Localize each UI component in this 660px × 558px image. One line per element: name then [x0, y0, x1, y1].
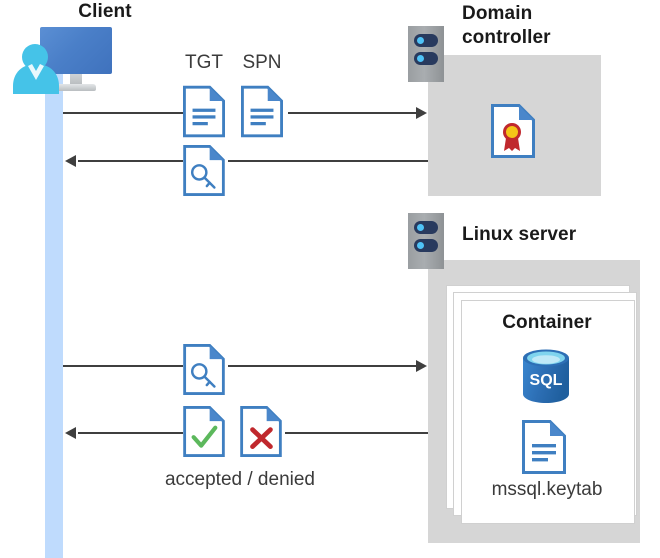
- flow-line-client-to-dc: [288, 112, 418, 114]
- key-document-icon: [183, 344, 225, 395]
- monitor-base-icon: [57, 84, 96, 91]
- domain-controller-title-line1: Domain: [462, 3, 533, 24]
- flow-arrowhead-right: [416, 360, 427, 372]
- rack-led-icon: [417, 37, 424, 44]
- flow-line-client-to-linux: [228, 365, 418, 367]
- flow-line-linux-to-client: [78, 432, 183, 434]
- document-icon: [522, 420, 566, 474]
- server-rack-icon: [408, 213, 444, 269]
- check-document-icon: [183, 406, 225, 457]
- cross-document-icon: [240, 406, 282, 457]
- rack-led-icon: [417, 224, 424, 231]
- domain-controller-title-line2: controller: [462, 27, 551, 48]
- spn-label: SPN: [242, 52, 282, 73]
- certificate-document-icon: [491, 104, 535, 158]
- flow-arrowhead-left: [65, 427, 76, 439]
- svg-text:SQL: SQL: [530, 372, 563, 389]
- flow-line-client-to-dc: [63, 112, 183, 114]
- linux-server-title: Linux server: [462, 224, 577, 245]
- sql-database-icon: SQL: [523, 349, 569, 403]
- rack-led-icon: [417, 55, 424, 62]
- document-icon: [241, 85, 283, 138]
- container-title: Container: [502, 312, 592, 333]
- flow-arrowhead-left: [65, 155, 76, 167]
- client-icon: [8, 26, 118, 94]
- container-card-front: [461, 300, 635, 524]
- flow-arrowhead-right: [416, 107, 427, 119]
- client-title: Client: [78, 1, 132, 22]
- monitor-neck-icon: [70, 74, 82, 86]
- tgt-label: TGT: [185, 52, 223, 73]
- flow-line-dc-to-client: [228, 160, 428, 162]
- client-lifeline: [45, 62, 63, 558]
- flow-line-linux-to-client: [285, 432, 428, 434]
- flow-line-dc-to-client: [78, 160, 183, 162]
- key-document-icon: [183, 145, 225, 196]
- rack-led-icon: [417, 242, 424, 249]
- result-label: accepted / denied: [164, 469, 315, 490]
- keytab-label: mssql.keytab: [491, 479, 603, 500]
- document-icon: [183, 85, 225, 138]
- monitor-screen-icon: [40, 27, 112, 74]
- flow-line-client-to-linux: [63, 365, 183, 367]
- server-rack-icon: [408, 26, 444, 82]
- person-body-icon: [13, 64, 59, 94]
